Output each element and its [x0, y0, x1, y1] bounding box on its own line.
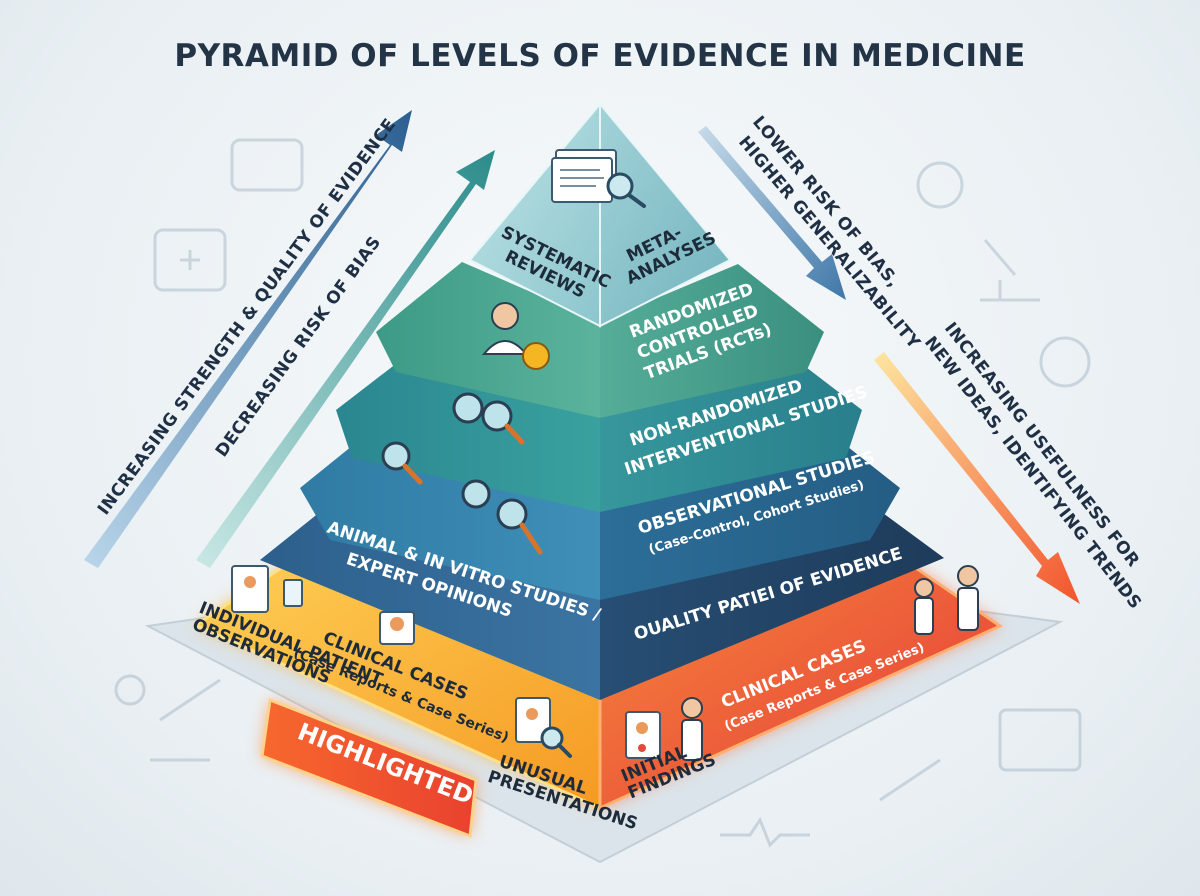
syringe-icon	[879, 758, 941, 802]
document-stack-icon	[551, 149, 617, 203]
tier-rct	[376, 262, 824, 418]
profile-photo-icon	[379, 611, 415, 645]
doctor-consult-icon	[681, 697, 703, 761]
heartbeat-icon	[720, 816, 810, 848]
magnifier-pair-icon	[452, 392, 525, 445]
pill-icon	[114, 674, 146, 706]
cross-icon	[180, 250, 200, 270]
label-new-ideas-trends: NEW IDEAS, IDENTIFYING TRENDS	[920, 333, 1145, 613]
arrow-decreasing-bias	[196, 150, 495, 568]
patient-card-icon	[231, 565, 303, 613]
doctors-pair-icon	[914, 565, 979, 635]
page-title: PYRAMID OF LEVELS OF EVIDENCE IN MEDICIN…	[174, 38, 1025, 74]
medkit-icon	[230, 138, 304, 192]
arrow-lower-bias	[698, 126, 846, 300]
eye-icon	[916, 161, 964, 209]
rct-left-face	[376, 262, 600, 418]
magnifier-icon	[606, 172, 646, 208]
doctor-icon	[481, 302, 550, 370]
medical-case-icon	[153, 228, 227, 292]
pen-icon	[150, 678, 221, 762]
background-icons	[114, 138, 1091, 848]
magnifier-group-icon	[381, 441, 543, 555]
arrow-strength-quality	[84, 110, 412, 568]
arrow-increasing-usefulness	[874, 352, 1080, 604]
microscope-icon	[980, 239, 1040, 302]
user-search-icon	[1039, 336, 1091, 388]
report-icon	[998, 708, 1082, 772]
top-right-face	[599, 101, 732, 328]
case-file-icon	[625, 711, 661, 759]
clipboard-search-icon	[515, 697, 572, 758]
rct-right-face	[600, 264, 824, 418]
